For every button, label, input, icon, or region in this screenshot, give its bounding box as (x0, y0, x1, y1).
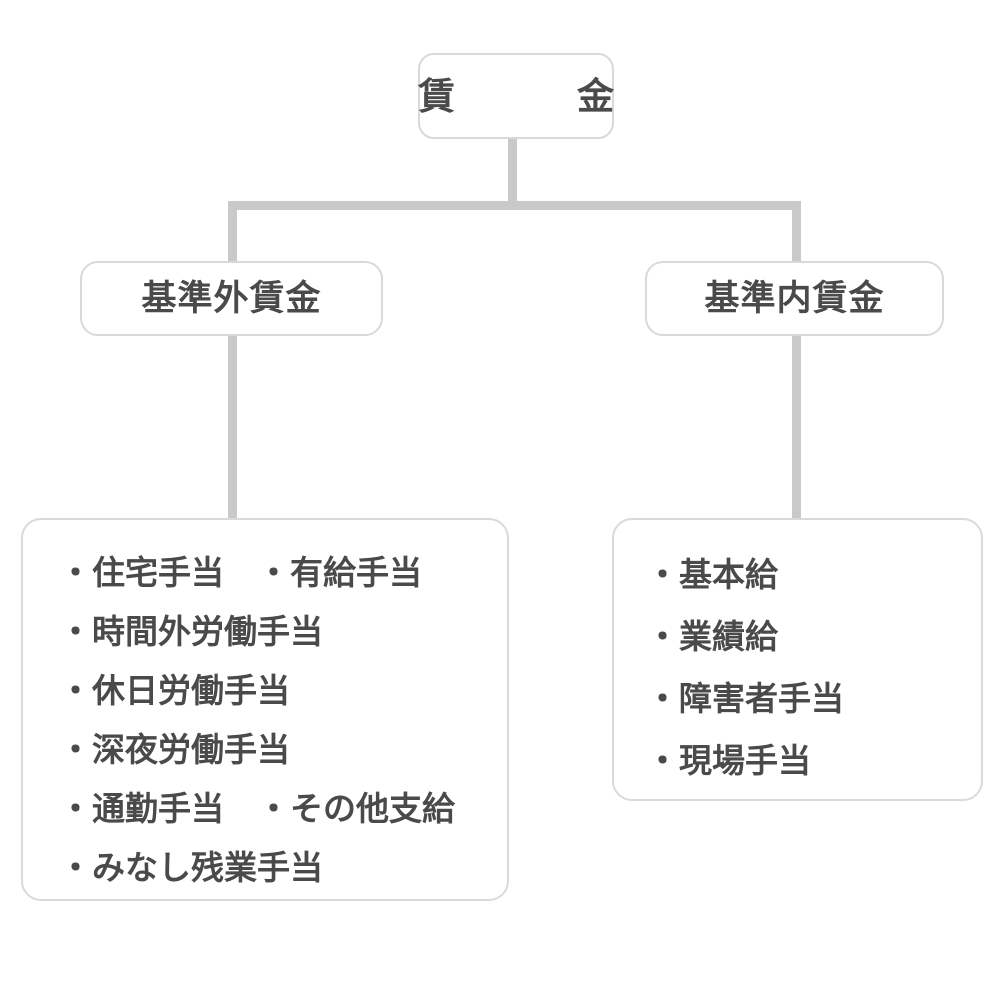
connector-non-standard-to-items (228, 335, 237, 520)
connector-bus-to-standard (792, 201, 801, 262)
node-wage-root[interactable]: 賃 金 (418, 53, 614, 139)
list-item: ・通勤手当 ・その他支給 (59, 790, 455, 827)
connector-standard-to-items (792, 335, 801, 520)
list-item: ・みなし残業手当 (59, 849, 323, 886)
standard-wage-item-list: ・基本給 ・業績給 ・障害者手当 ・現場手当 (614, 520, 981, 777)
list-item: ・深夜労働手当 (59, 731, 290, 768)
non-standard-wage-item-list: ・住宅手当 ・有給手当 ・時間外労働手当 ・休日労働手当 ・深夜労働手当 ・通勤… (23, 520, 507, 884)
node-standard-wage-label: 基準内賃金 (704, 279, 885, 318)
box-non-standard-wage-items: ・住宅手当 ・有給手当 ・時間外労働手当 ・休日労働手当 ・深夜労働手当 ・通勤… (21, 518, 509, 901)
list-item: ・休日労働手当 (59, 672, 290, 709)
connector-root-down (508, 139, 517, 201)
connector-horizontal-bus (228, 201, 801, 210)
node-wage-root-label: 賃 金 (418, 75, 630, 117)
list-item: ・現場手当 (646, 742, 811, 779)
node-non-standard-wage[interactable]: 基準外賃金 (80, 261, 383, 336)
box-standard-wage-items: ・基本給 ・業績給 ・障害者手当 ・現場手当 (612, 518, 983, 801)
list-item: ・業績給 (646, 618, 778, 655)
node-standard-wage[interactable]: 基準内賃金 (645, 261, 944, 336)
node-non-standard-wage-label: 基準外賃金 (141, 279, 322, 318)
list-item: ・障害者手当 (646, 680, 844, 717)
list-item: ・住宅手当 ・有給手当 (59, 554, 422, 591)
connector-bus-to-non-standard (228, 201, 237, 262)
list-item: ・時間外労働手当 (59, 613, 323, 650)
list-item: ・基本給 (646, 556, 778, 593)
